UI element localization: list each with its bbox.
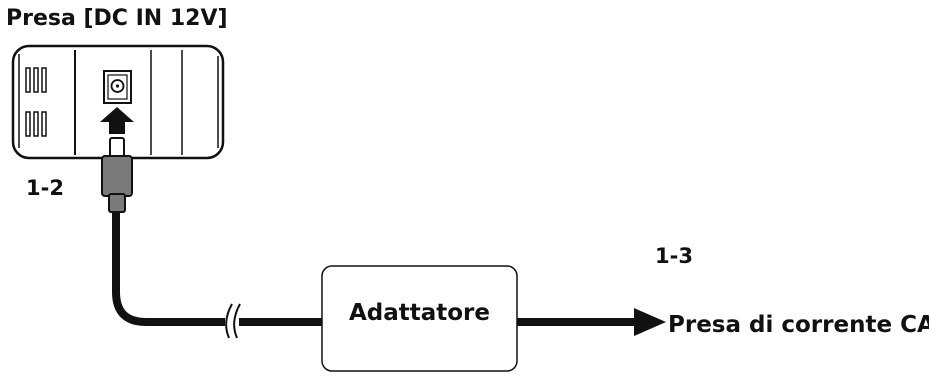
dc-plug — [101, 137, 133, 213]
step-label-1-3: 1-3 — [655, 244, 693, 268]
insert-arrow-icon — [100, 107, 134, 134]
ac-outlet-label: Presa di corrente CA — [668, 312, 929, 338]
device-panel — [11, 44, 225, 160]
vent-slots — [25, 67, 47, 137]
step-label-1-2: 1-2 — [26, 176, 64, 200]
adapter-label: Adattatore — [348, 300, 491, 326]
power-cable — [112, 210, 322, 326]
output-arrowhead — [634, 308, 666, 336]
adapter-box — [321, 265, 518, 372]
cable-break-icon — [225, 303, 241, 339]
socket-label: Presa [DC IN 12V] — [6, 6, 228, 31]
dc-jack-icon — [103, 70, 132, 104]
